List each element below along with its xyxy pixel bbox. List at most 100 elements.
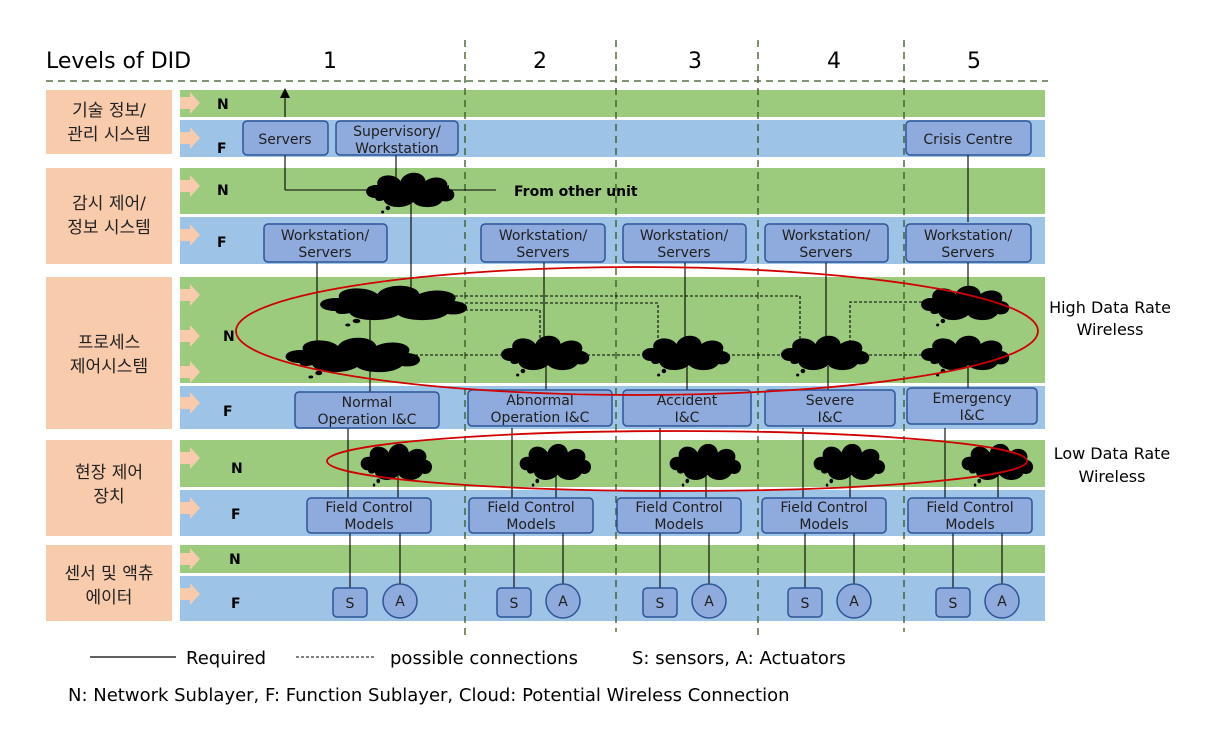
process-box-label-2: I&C <box>960 408 985 424</box>
band-n-supervisory <box>180 168 1045 214</box>
up-arrow-icon <box>280 88 290 98</box>
row-label-2-line1: 감시 제어/ <box>72 194 146 214</box>
process-box-abnormal: Abnormal Operation I&C <box>467 389 613 427</box>
field-control-label-2: Models <box>945 517 994 533</box>
actuator-4: A <box>836 583 872 619</box>
possible-connections <box>415 295 930 356</box>
crisis-centre-label: Crisis Centre <box>923 132 1012 148</box>
row-label-4-line2: 장치 <box>93 487 124 507</box>
servers-sub-label: Servers <box>516 245 569 261</box>
field-control-label-1: Field Control <box>487 500 574 516</box>
field-control-label-1: Field Control <box>780 500 867 516</box>
level-1: 1 <box>323 49 337 74</box>
process-box-accident: Accident I&C <box>622 389 752 427</box>
workstation-label: Workstation/ <box>499 228 588 244</box>
actuator-label: A <box>997 594 1007 610</box>
row-label-bg-3 <box>46 277 172 429</box>
field-control-label-2: Models <box>344 517 393 533</box>
process-box-severe: Severe I&C <box>764 389 896 427</box>
row-label-1-line1: 기술 정보/ <box>72 101 146 121</box>
field-control-box-3: Field Control Models <box>616 497 742 534</box>
row-label-1-line2: 관리 시스템 <box>67 125 151 145</box>
legend-footnote: N: Network Sublayer, F: Function Sublaye… <box>68 685 790 706</box>
row-label-2-line2: 정보 시스템 <box>67 218 151 238</box>
sensor-label: S <box>949 596 958 612</box>
band-n-field <box>180 440 1045 487</box>
sensor-label: S <box>510 596 519 612</box>
process-box-label-1: Normal <box>342 395 393 411</box>
workstation-label: Workstation/ <box>640 228 729 244</box>
actuator-5: A <box>984 583 1020 619</box>
level-3: 3 <box>688 49 702 74</box>
servers-sub-label: Servers <box>799 245 852 261</box>
sublayer-f-tech: F <box>217 141 227 157</box>
field-control-label-2: Models <box>654 517 703 533</box>
workstation-box-1: Workstation/ Servers <box>263 223 388 263</box>
field-control-box-2: Field Control Models <box>468 497 594 534</box>
sublayer-n-supervisory: N <box>217 183 229 199</box>
required-connections <box>284 155 1003 588</box>
row-label-3-line2: 제어시스템 <box>70 357 148 377</box>
sensor-5: S <box>935 587 971 618</box>
row-label-5-line1: 센서 및 액츄 <box>64 564 153 584</box>
sublayer-f-sensor: F <box>231 596 241 612</box>
field-control-box-1: Field Control Models <box>306 497 432 534</box>
sublayer-f-process: F <box>223 404 233 420</box>
servers-sub-label: Servers <box>298 245 351 261</box>
level-4: 4 <box>827 49 841 74</box>
process-box-label-2: I&C <box>818 410 843 426</box>
actuator-label: A <box>395 594 405 610</box>
field-control-label-1: Field Control <box>635 500 722 516</box>
servers-sub-label: Servers <box>941 245 994 261</box>
actuator-2: A <box>545 583 581 619</box>
workstation-box-4: Workstation/ Servers <box>764 223 889 263</box>
supervisory-label-2: Workstation <box>355 141 439 157</box>
low-data-rate-ellipse <box>326 430 1028 492</box>
sensor-2: S <box>496 587 532 618</box>
process-box-label-2: Operation I&C <box>491 410 590 426</box>
servers-label: Servers <box>258 132 311 148</box>
row-label-bg-5 <box>46 545 172 621</box>
process-box-label-1: Emergency <box>933 391 1012 407</box>
process-box-label-1: Severe <box>806 393 854 409</box>
sublayer-f-supervisory: F <box>217 235 227 251</box>
supervisory-label-1: Supervisory/ <box>353 124 441 140</box>
servers-sub-label: Servers <box>657 245 710 261</box>
field-control-label-2: Models <box>799 517 848 533</box>
field-control-label-1: Field Control <box>325 500 412 516</box>
sensor-3: S <box>642 587 678 618</box>
workstation-label: Workstation/ <box>782 228 871 244</box>
legend-required: Required <box>186 648 266 669</box>
process-box-normal: Normal Operation I&C <box>294 391 440 429</box>
actuator-label: A <box>558 594 568 610</box>
sublayer-n-field: N <box>231 461 243 477</box>
process-box-label-1: Accident <box>657 393 718 409</box>
actuator-label: A <box>849 594 859 610</box>
row-label-5-line2: 에이터 <box>86 588 133 608</box>
workstation-box-5: Workstation/ Servers <box>905 223 1032 263</box>
row-label-3-line1: 프로세스 <box>78 333 141 353</box>
supervisory-box: Supervisory/ Workstation <box>335 120 459 157</box>
sublayer-n-process: N <box>223 329 235 345</box>
legend-possible: possible connections <box>390 648 578 669</box>
band-f-sensor <box>180 576 1045 621</box>
actuator-3: A <box>691 583 727 619</box>
high-data-rate-ellipse <box>235 266 1039 396</box>
sensor-1: S <box>332 587 368 618</box>
row-label-4-line1: 현장 제어 <box>75 463 143 483</box>
low-data-rate-label-2: Wireless <box>1079 467 1146 486</box>
workstation-box-3: Workstation/ Servers <box>622 223 747 263</box>
field-control-label-1: Field Control <box>926 500 1013 516</box>
process-box-label-2: Operation I&C <box>318 412 417 428</box>
sensor-label: S <box>656 596 665 612</box>
band-n-sensor <box>180 545 1045 573</box>
from-other-unit-label: From other unit <box>514 184 638 200</box>
workstation-label: Workstation/ <box>924 228 1013 244</box>
sensor-4: S <box>787 587 823 618</box>
field-control-box-5: Field Control Models <box>907 497 1033 534</box>
actuator-label: A <box>704 594 714 610</box>
process-box-label-2: I&C <box>675 410 700 426</box>
level-5: 5 <box>967 49 981 74</box>
low-data-rate-label-1: Low Data Rate <box>1054 444 1171 463</box>
